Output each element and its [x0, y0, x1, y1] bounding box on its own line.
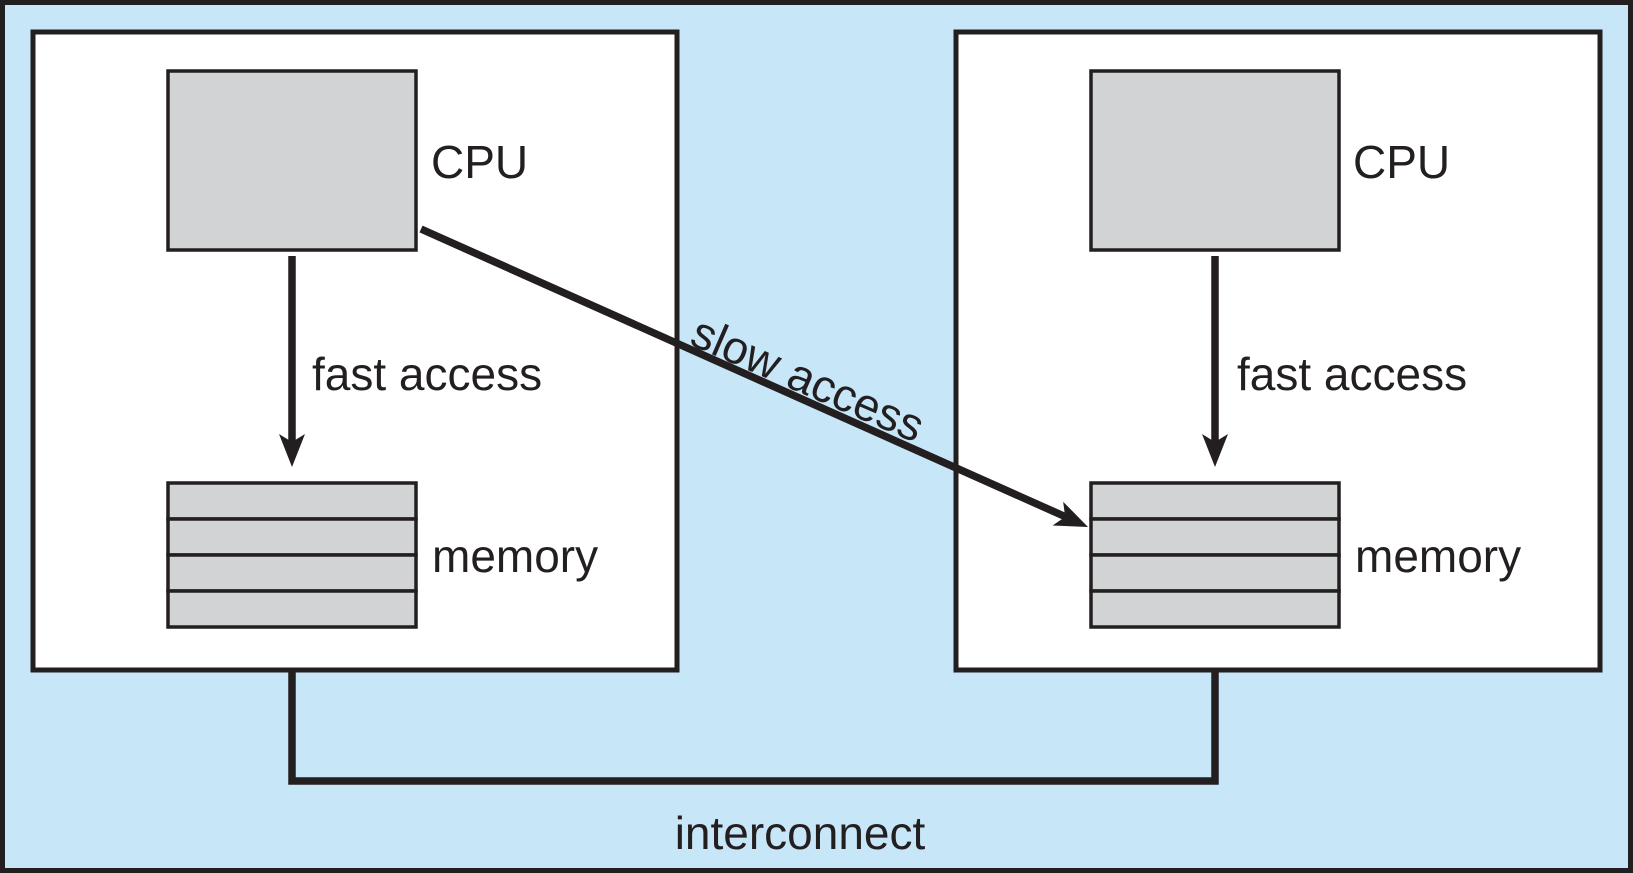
- slow-access-arrow: [419, 225, 1088, 527]
- cpu-box: [1089, 69, 1341, 252]
- memory-row: [1089, 517, 1341, 557]
- memory-stack: [166, 481, 418, 629]
- fast-access-label: fast access: [312, 348, 542, 400]
- memory-label: memory: [432, 530, 598, 582]
- memory-row: [1089, 553, 1341, 593]
- interconnect-label: interconnect: [675, 807, 926, 859]
- memory-row: [1089, 481, 1341, 521]
- node-left: CPU fast access memory: [30, 29, 680, 673]
- arrow-head-icon: [1052, 501, 1088, 527]
- memory-label: memory: [1355, 530, 1521, 582]
- memory-stack: [1089, 481, 1341, 629]
- memory-row: [166, 553, 418, 593]
- fast-access-arrow: [1202, 256, 1228, 467]
- node-right: CPU fast access memory: [953, 29, 1603, 673]
- arrow-head-icon: [1202, 434, 1228, 467]
- cpu-box: [166, 69, 418, 252]
- arrow-shaft: [419, 225, 1068, 521]
- fast-access-label: fast access: [1237, 348, 1467, 400]
- arrow-head-icon: [279, 434, 305, 467]
- memory-row: [166, 589, 418, 629]
- memory-row: [166, 517, 418, 557]
- interconnect-line: [288, 668, 1219, 785]
- memory-row: [1089, 589, 1341, 629]
- cpu-label: CPU: [1353, 136, 1450, 188]
- cpu-label: CPU: [431, 136, 528, 188]
- fast-access-arrow: [279, 256, 305, 467]
- memory-row: [166, 481, 418, 521]
